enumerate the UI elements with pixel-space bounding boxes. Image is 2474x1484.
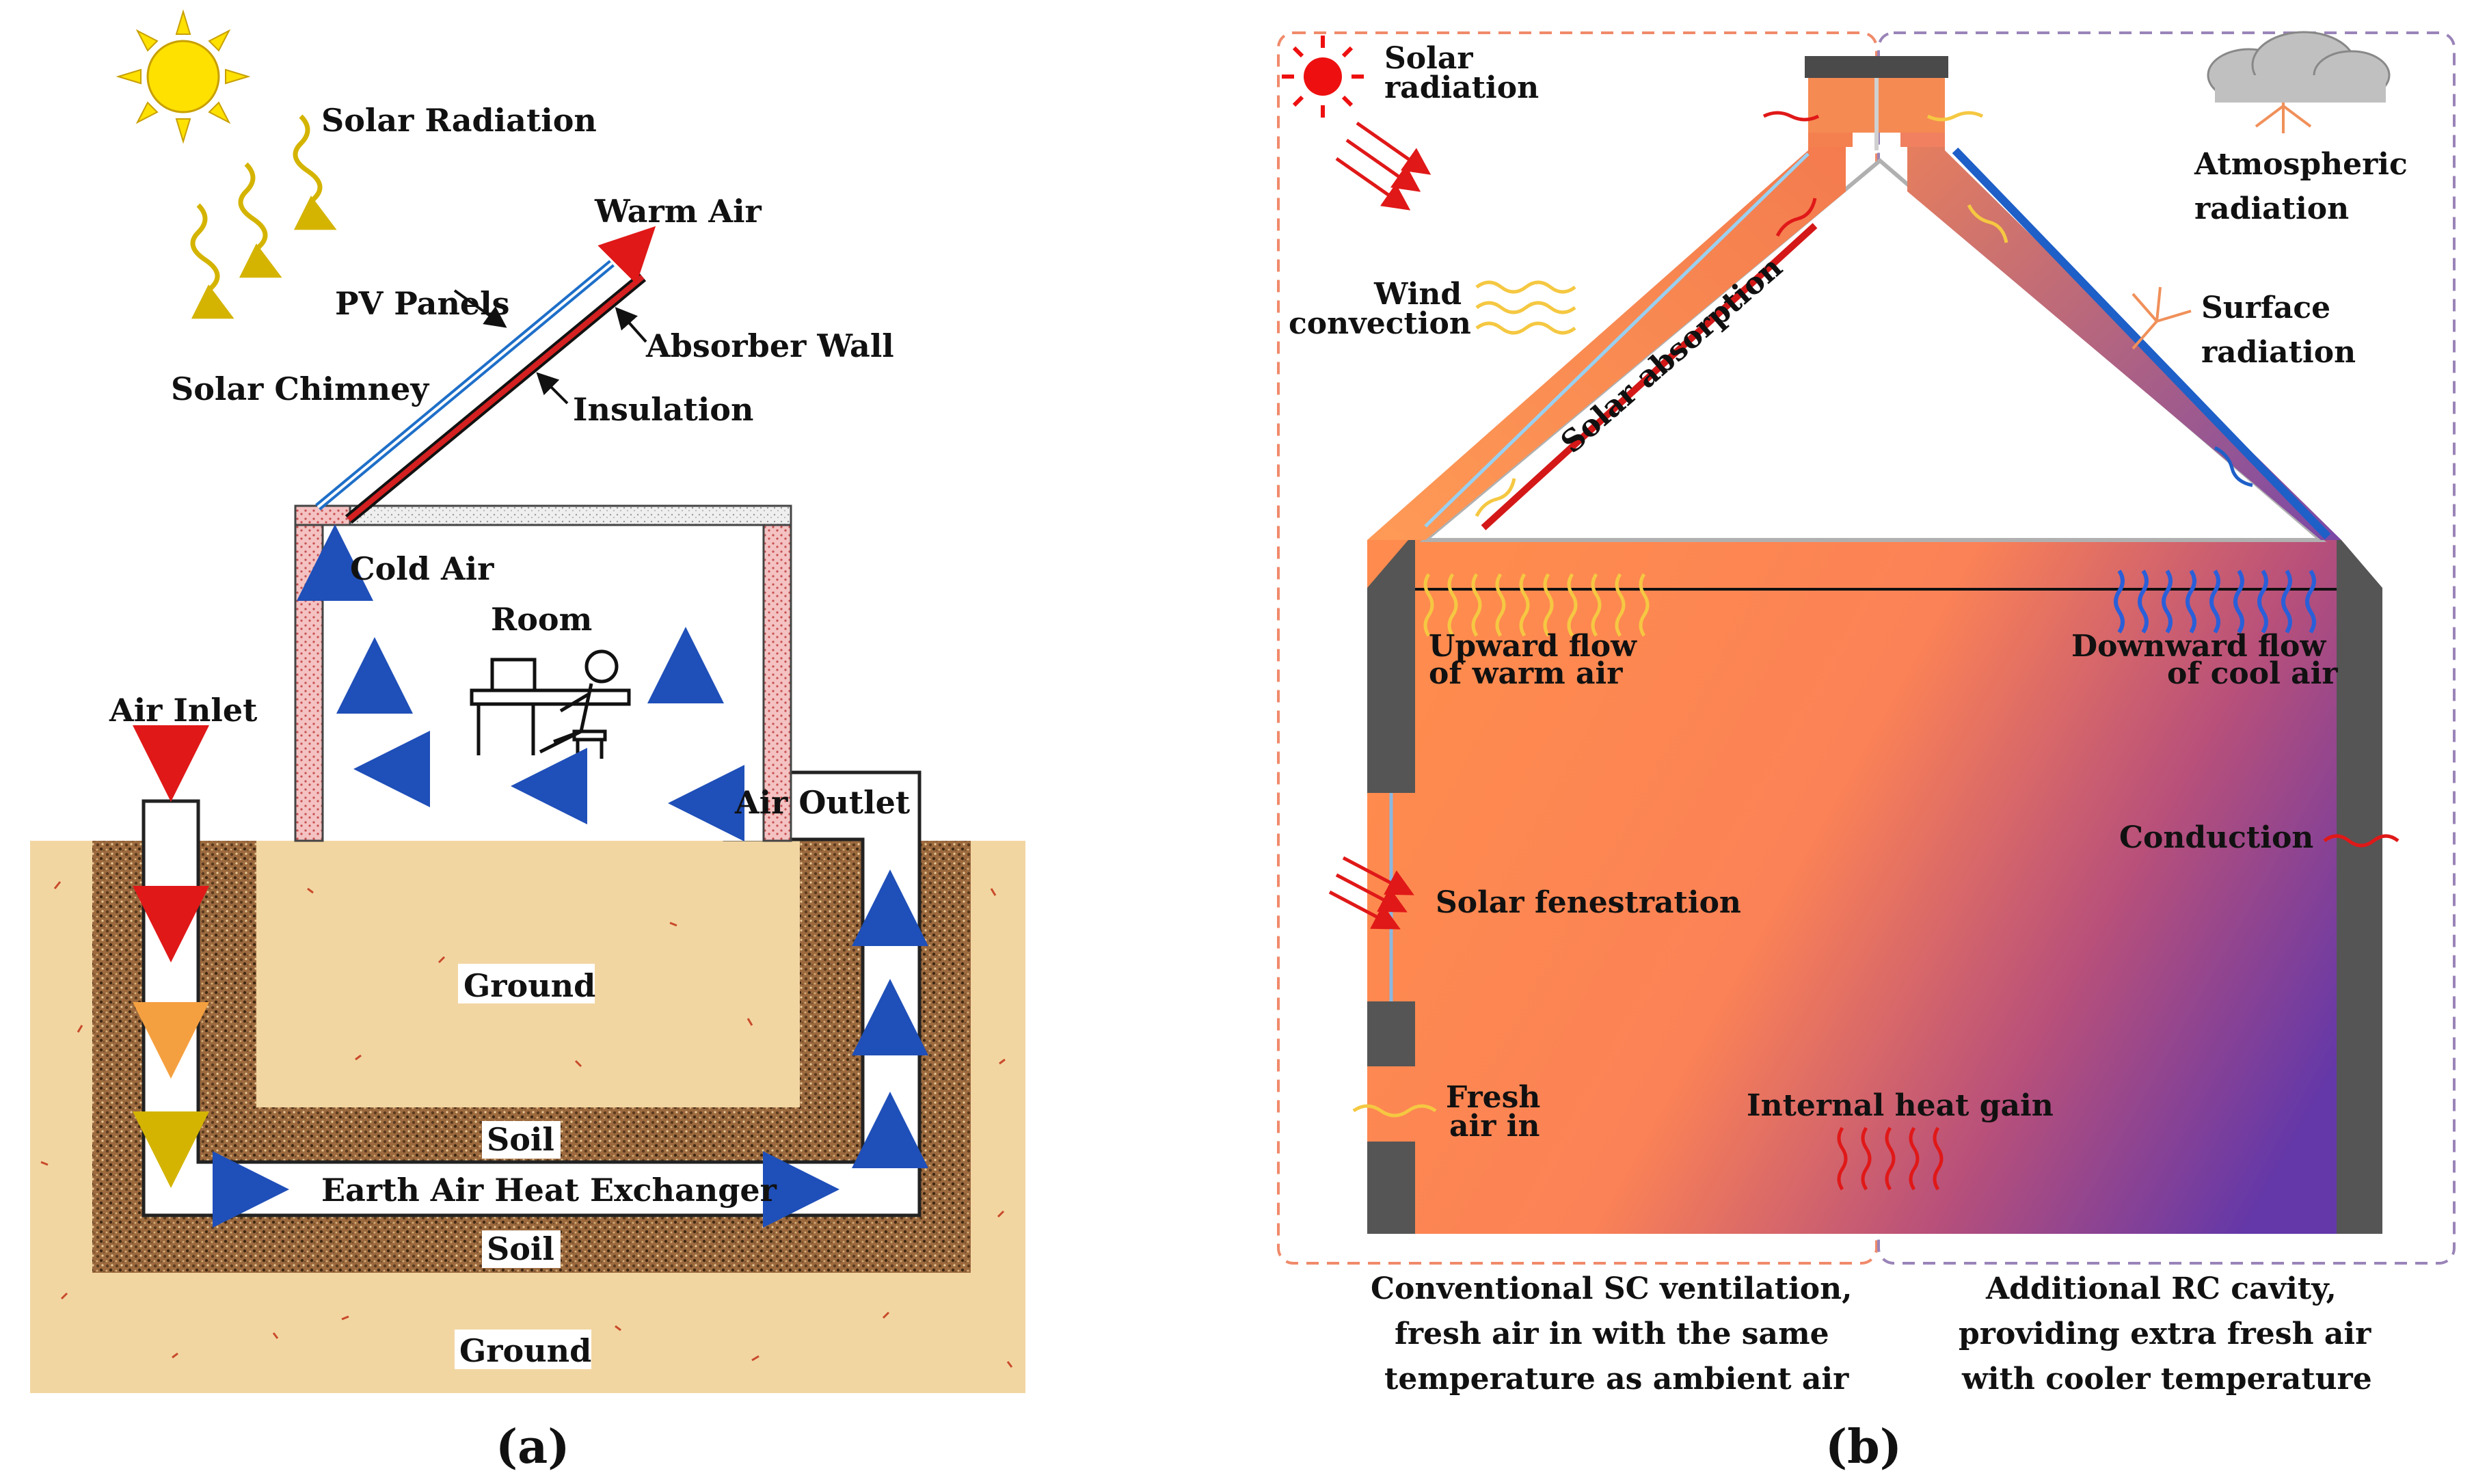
sun-icon [116, 9, 251, 144]
label-fresh-2: air in [1449, 1109, 1539, 1144]
upward-flow-arrows [1423, 573, 1650, 637]
wind-icon [1475, 280, 1576, 335]
panel-b: Solar radiation Atmospheric radiation Wi… [1277, 31, 2456, 1474]
room-gradient [1367, 540, 2341, 1234]
label-soil-lower: Soil [487, 1230, 554, 1267]
label-conduction: Conduction [2119, 820, 2313, 855]
label-downward-1: Downward flow [2071, 629, 2326, 664]
label-ground-bottom: Ground [459, 1332, 591, 1369]
roof-slab [349, 504, 792, 526]
rc-panel-line [1952, 147, 2331, 540]
right-wall [2337, 540, 2382, 1234]
label-wind-1: Wind [1373, 277, 1462, 312]
room-left-wall [294, 504, 324, 842]
fenestration-rays [1328, 856, 1414, 930]
label-insulation: Insulation [573, 391, 753, 428]
right-caption-2: providing extra fresh air [1959, 1317, 2371, 1351]
label-solar-radiation-2: radiation [1384, 70, 1539, 105]
left-caption-1: Conventional SC ventilation, [1371, 1271, 1852, 1306]
atmospheric-rays [2255, 103, 2312, 133]
label-atmospheric-1: Atmospheric [2194, 147, 2408, 182]
label-eahe: Earth Air Heat Exchanger [321, 1172, 777, 1209]
label-soil-upper: Soil [487, 1121, 554, 1158]
label-solar-radiation-1: Solar [1384, 41, 1473, 76]
label-bg [458, 964, 595, 1003]
label-upward-2: of warm air [1429, 656, 1623, 691]
label-warm-air: Warm Air [594, 193, 762, 230]
attic [1419, 158, 2327, 542]
caption-a: (a) [496, 1420, 569, 1474]
panel-a: Solar Radiation Warm Air PV Panels Absor… [30, 9, 1025, 1474]
cloud-icon [2207, 31, 2391, 103]
left-wall-upper [1367, 540, 1415, 793]
pointer-lines [453, 289, 647, 405]
downward-flow-arrows [2114, 569, 2316, 634]
right-caption-1: Additional RC cavity, [1985, 1271, 2337, 1306]
label-bg [482, 1121, 561, 1159]
solar-chimney [315, 260, 647, 524]
chimney-gap [294, 504, 351, 526]
label-absorber-wall: Absorber Wall [645, 327, 894, 364]
label-solar-fenestration: Solar fenestration [1436, 885, 1741, 920]
label-bg [455, 1330, 591, 1369]
internal-heat-arrows [1837, 1127, 1944, 1191]
label-solar-radiation: Solar Radiation [321, 102, 597, 139]
channel-flow-arrows [1352, 111, 2399, 1118]
left-caption-2: fresh air in with the same [1395, 1317, 1829, 1351]
person-at-desk-icon [470, 649, 631, 759]
absorber-line [1481, 223, 1818, 530]
label-wind-2: convection [1289, 306, 1471, 341]
label-internal-heat-gain: Internal heat gain [1747, 1088, 2054, 1123]
right-caption-3: with cooler temperature [1961, 1362, 2372, 1397]
label-pv-panels: PV Panels [335, 285, 510, 322]
label-air-inlet: Air Inlet [109, 692, 258, 729]
sun-icon-small [1282, 36, 1364, 118]
label-room: Room [491, 601, 592, 638]
label-ground-inner: Ground [463, 967, 595, 1004]
label-solar-chimney: Solar Chimney [171, 370, 429, 407]
label-surface-2: radiation [2201, 335, 2356, 370]
label-air-outlet: Air Outlet [734, 784, 911, 821]
caption-b: (b) [1825, 1420, 1902, 1474]
label-bg [482, 1230, 561, 1268]
warm-air-arrow [597, 226, 656, 284]
label-surface-1: Surface [2201, 291, 2330, 325]
solar-radiation-arrows [190, 114, 337, 319]
solar-radiation-rays [1335, 121, 1431, 211]
label-fresh-1: Fresh [1446, 1080, 1540, 1115]
left-wall-low [1367, 1142, 1415, 1234]
left-caption-3: temperature as ambient air [1384, 1362, 1849, 1397]
chimney-cap [1805, 56, 1948, 78]
left-wall-mid [1367, 1001, 1415, 1066]
label-atmospheric-2: radiation [2194, 191, 2349, 226]
surface-rays [2132, 286, 2192, 350]
airflow-arrows [133, 524, 928, 1228]
roof-channel-left [1367, 123, 1846, 540]
label-downward-2: of cool air [2167, 656, 2338, 691]
label-upward-1: Upward flow [1429, 629, 1637, 664]
label-cold-air: Cold Air [350, 550, 494, 587]
